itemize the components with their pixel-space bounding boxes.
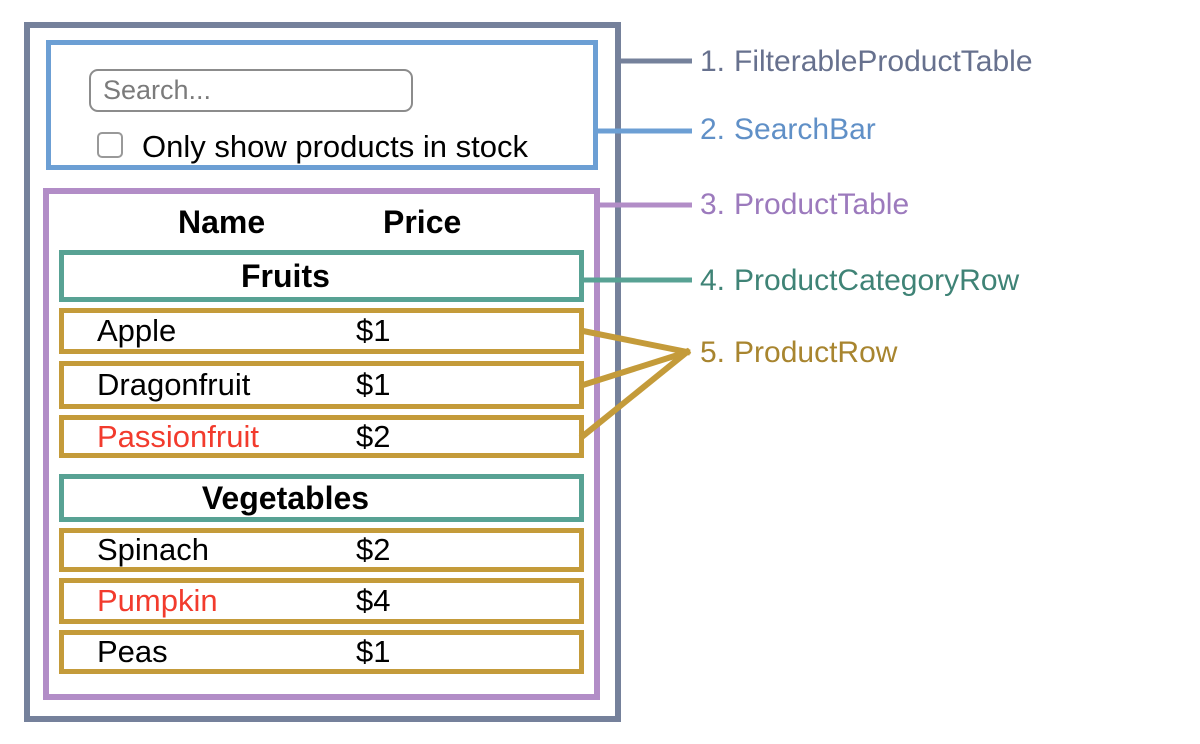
product-row-peas: Peas $1 <box>59 630 584 674</box>
category-label: Vegetables <box>201 479 370 516</box>
product-name: Apple <box>97 313 177 348</box>
product-price: $1 <box>356 367 391 402</box>
category-row-vegetables: Vegetables <box>59 474 584 522</box>
label-product-category-row: 4.ProductCategoryRow <box>700 264 1019 298</box>
label-number: 4. <box>700 264 726 297</box>
label-text: ProductRow <box>734 336 898 369</box>
product-row-apple: Apple $1 <box>59 308 584 354</box>
in-stock-checkbox-label: Only show products in stock <box>142 129 528 164</box>
label-number: 2. <box>700 113 726 146</box>
label-number: 1. <box>700 45 726 78</box>
column-header-name: Name <box>178 204 266 240</box>
label-text: SearchBar <box>734 113 876 146</box>
product-price: $2 <box>356 532 391 567</box>
product-price: $2 <box>356 418 391 454</box>
product-row-spinach: Spinach $2 <box>59 528 584 572</box>
product-row-dragonfruit: Dragonfruit $1 <box>59 361 584 409</box>
product-name: Passionfruit <box>97 418 259 454</box>
in-stock-checkbox[interactable] <box>97 132 123 158</box>
category-row-fruits: Fruits <box>59 250 584 302</box>
column-header-price: Price <box>383 204 462 240</box>
product-name: Dragonfruit <box>97 367 251 402</box>
label-filterable-product-table: 1.FilterableProductTable <box>700 45 1033 79</box>
label-number: 5. <box>700 336 726 369</box>
product-name: Pumpkin <box>97 583 218 618</box>
product-row-pumpkin: Pumpkin $4 <box>59 578 584 624</box>
search-input[interactable] <box>89 69 413 112</box>
product-name: Spinach <box>97 532 210 567</box>
label-product-row: 5.ProductRow <box>700 336 897 370</box>
label-text: ProductTable <box>734 188 910 221</box>
product-name: Peas <box>97 634 168 669</box>
product-price: $1 <box>356 313 391 348</box>
label-text: ProductCategoryRow <box>734 264 1020 297</box>
product-price: $4 <box>356 583 391 618</box>
category-label: Fruits <box>241 257 330 294</box>
product-row-passionfruit: Passionfruit $2 <box>59 415 584 458</box>
label-search-bar: 2.SearchBar <box>700 113 876 147</box>
label-product-table: 3.ProductTable <box>700 188 909 222</box>
label-number: 3. <box>700 188 726 221</box>
label-text: FilterableProductTable <box>734 45 1033 78</box>
product-price: $1 <box>356 634 391 669</box>
